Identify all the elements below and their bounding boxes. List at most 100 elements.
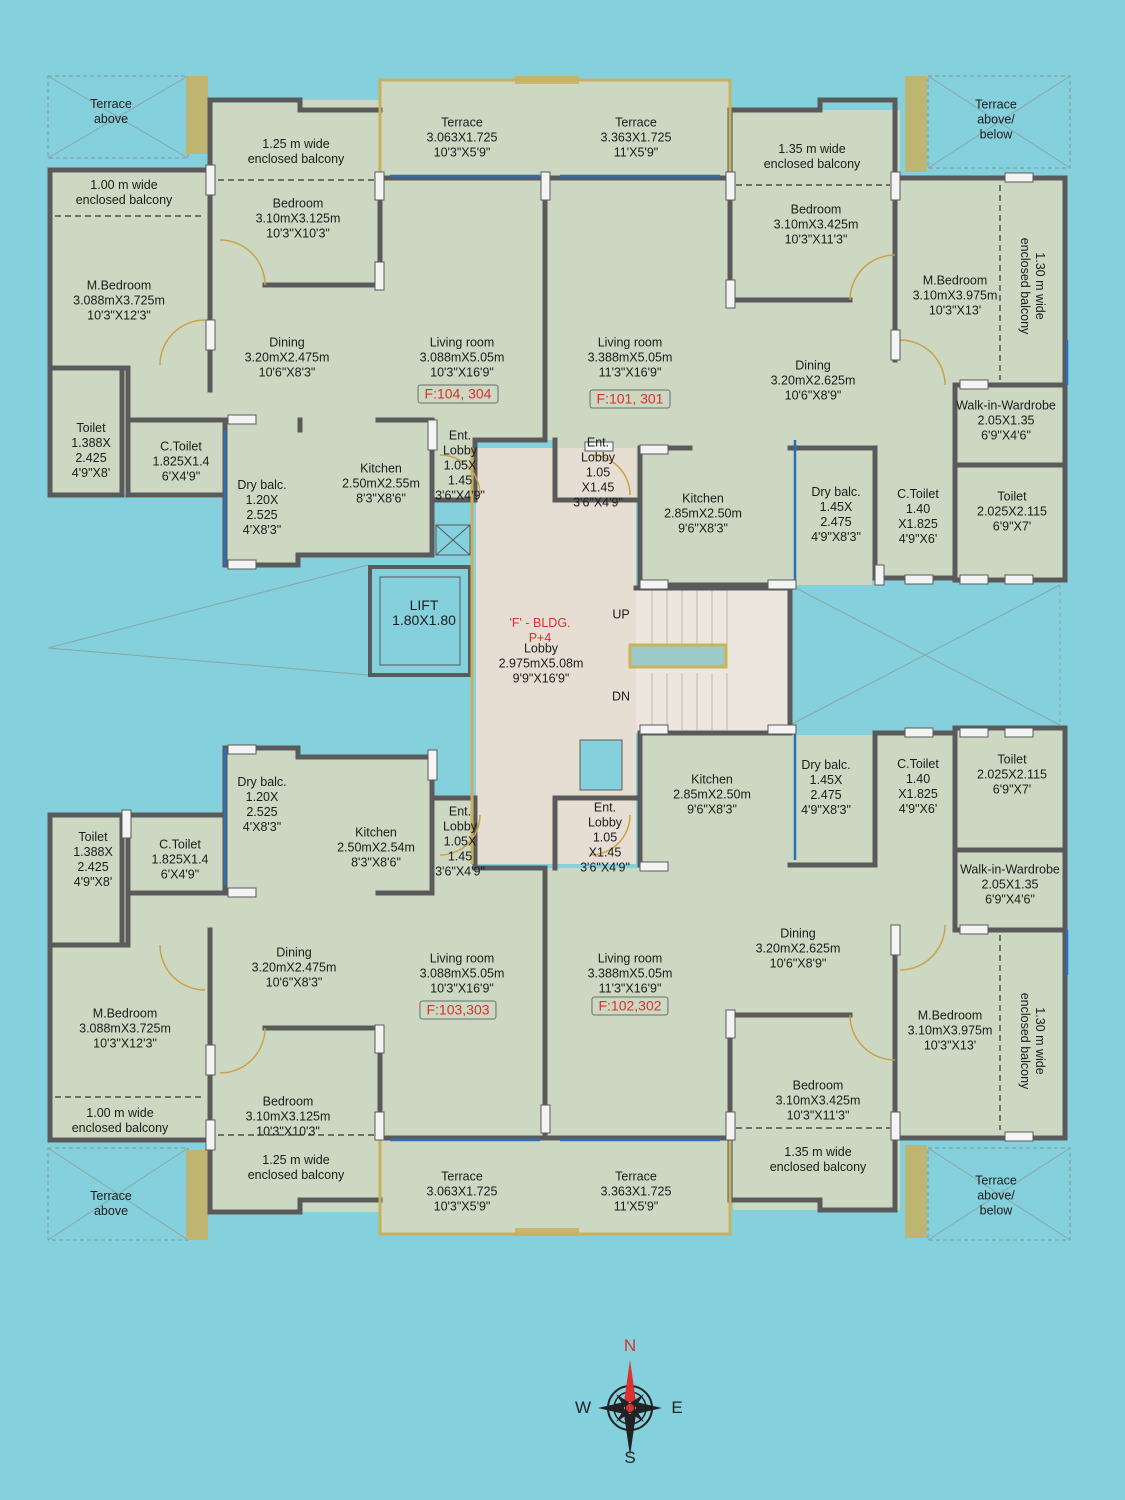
room-label-line: 2.025X2.115 — [977, 767, 1047, 782]
room-label-line: Lobby — [442, 443, 478, 458]
room-label-line: 3.20mX2.625m — [770, 373, 856, 388]
room-label-line: 1.35 m wide — [778, 142, 846, 156]
room-label-line: 3.20mX2.475m — [251, 960, 337, 975]
room-label-line: Kitchen — [360, 461, 402, 476]
room-label-line: 1.45 — [447, 849, 473, 864]
room-label-line: 2.525 — [246, 805, 278, 819]
room-label-line: 10'3"X10'3" — [256, 1124, 320, 1139]
room-label-line: 4'9"X6' — [898, 532, 938, 546]
room-label-line: 1.00 m wide — [86, 1106, 154, 1120]
room-label-line: enclosed balcony — [247, 152, 345, 166]
room-label-line: Dry balc. — [237, 478, 287, 492]
room-label-line: 10'3"X12'3" — [93, 1036, 157, 1051]
compass-south: S — [624, 1448, 636, 1467]
room-label-line: C.Toilet — [897, 757, 939, 771]
room-label-line: 10'3"X11'3" — [786, 1108, 850, 1123]
room-label-line: C.Toilet — [160, 439, 202, 454]
room-label-line: Toilet — [76, 421, 106, 435]
compass-west: W — [574, 1398, 592, 1417]
room-label-line: Dining — [795, 358, 831, 373]
room-label-line: 10'3"X12'3" — [87, 308, 151, 323]
room-label-line: above/ — [977, 1188, 1015, 1203]
room-label-line: Terrace — [441, 1169, 483, 1184]
room-label-line: Ent. — [448, 804, 472, 819]
room-label-line: 3.10mX3.125m — [255, 211, 341, 226]
room-label-line: X1.45 — [588, 845, 622, 860]
room-label-line: below — [979, 1203, 1013, 1218]
stair-up-label: UP — [612, 607, 630, 622]
room-label-line: 10'6"X8'9" — [769, 956, 827, 971]
room-label-line: 3.088mX3.725m — [79, 1021, 171, 1036]
room-label-line: 1.00 m wide — [90, 178, 158, 192]
room-label-line: 10'6"X8'3" — [258, 365, 316, 380]
room-label-line: 3.388mX5.05m — [587, 966, 673, 981]
room-label-line: M.Bedroom — [86, 278, 152, 293]
room-label-line: Bedroom — [272, 196, 324, 211]
room-label-line: Living room — [429, 951, 495, 966]
room-label-line: X1.45 — [581, 480, 615, 495]
room-label-line: Terrace — [90, 1189, 132, 1203]
room-label-line: 4'9"X8'3" — [801, 803, 851, 817]
room-label-line: 2.85mX2.50m — [673, 787, 751, 802]
room-label-line: above/ — [977, 112, 1015, 127]
room-label-line: M.Bedroom — [92, 1006, 158, 1021]
room-label-line: Living room — [597, 335, 663, 350]
room-label-line: 2.525 — [246, 508, 278, 522]
room-label-line: 1.20X — [245, 493, 279, 507]
room-label-line: 3.363X1.725 — [600, 130, 672, 145]
room-label-line: 2.05X1.35 — [981, 877, 1039, 892]
room-label-line: M.Bedroom — [922, 273, 988, 288]
room-label-line: Lobby — [587, 815, 623, 830]
room-label-line: 1.388X — [73, 845, 113, 859]
room-label-line: 3.10mX3.125m — [245, 1109, 331, 1124]
room-label-line: X1.825 — [898, 517, 938, 531]
room-label-line: 1.825X1.4 — [152, 454, 210, 469]
flat-tag-nw: F:104, 304 — [417, 384, 499, 404]
room-label-line: C.Toilet — [159, 837, 201, 852]
room-label-line: 3'6"X4'9" — [435, 864, 485, 879]
room-label-line: 10'3"X11'3" — [784, 232, 848, 247]
room-label-line: 10'3"X16'9" — [430, 365, 494, 380]
room-label-line: Bedroom — [792, 1078, 844, 1093]
room-label-line: 3.10mX3.975m — [912, 288, 998, 303]
room-label-line: 10'3"X5'9" — [433, 145, 491, 160]
room-label-line: 6'X4'9" — [161, 469, 201, 484]
room-label-line: 1.05X — [443, 458, 477, 473]
room-label-line: 6'9"X7' — [992, 519, 1032, 534]
room-label-line: 10'3"X5'9" — [433, 1199, 491, 1214]
room-label-line: 3.088mX5.05m — [419, 350, 505, 365]
room-label-line: Walk-in-Wardrobe — [960, 862, 1060, 877]
room-label-line: 10'3"X16'9" — [430, 981, 494, 996]
room-label-line: 1.388X — [71, 436, 111, 450]
room-label-line: Terrace — [975, 97, 1017, 112]
room-label-line: 6'X4'9" — [160, 867, 200, 882]
room-label-line: 1.40 — [905, 502, 931, 516]
room-label-line: 2.425 — [75, 451, 107, 465]
compass-north: N — [623, 1336, 637, 1355]
room-label-line: 2.50mX2.55m — [342, 476, 420, 491]
room-label-line: Lobby — [580, 450, 616, 465]
room-label-line: Kitchen — [355, 825, 397, 840]
